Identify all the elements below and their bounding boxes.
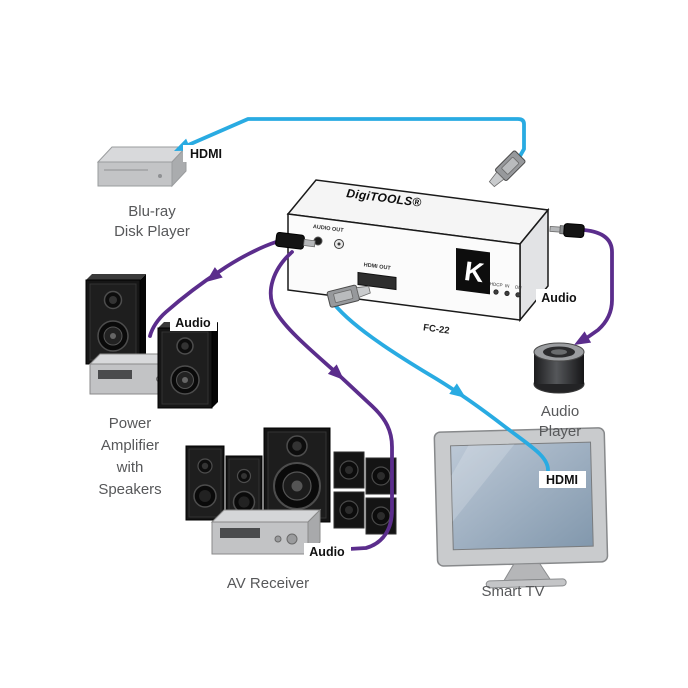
converter-device: DigiTOOLS® K AUDIO OUT HDMI OUT HDCP IN … [286,179,550,323]
power-amp-label-line1: Power [109,415,152,432]
audio-player-label-line2: Player [539,423,582,440]
led-label-hdcp: HDCP [490,281,503,288]
power-amp-label-line2: Amplifier [101,437,159,454]
tv-stand [503,562,551,581]
bluray-player [96,145,188,188]
label-hdmi-bluray: HDMI [183,145,230,162]
arrowhead-audio-receiver [327,364,344,380]
screen-glare [451,444,515,522]
audio-player-label-line1: Audio [541,403,579,420]
bluray-label-line1: Blu-ray [128,203,176,220]
av-receiver-label: AV Receiver [227,575,309,592]
led-on [515,292,521,298]
arrowhead-audio-player [574,331,592,345]
label-hdmi-tv: HDMI [539,471,586,488]
audio-out-port-label: AUDIO OUT [312,224,344,234]
svg-text:HDMI: HDMI [190,147,222,161]
led-hdcp [493,289,499,295]
label-audio-player: Audio [536,289,583,306]
smart-tv-label: Smart TV [481,583,544,600]
amp-display [98,370,132,379]
led-label-on: ON [515,284,522,290]
receiver-unit [210,508,322,556]
hdmi-connector-icon [488,150,526,188]
smart-tv [433,427,609,589]
receiver-knob [286,533,298,545]
receiver-display [220,528,260,538]
satellite-speakers [333,451,397,535]
audio-jack-icon-left [275,231,316,250]
led-label-in: IN [505,283,510,289]
svg-text:Audio: Audio [309,545,345,559]
audio-jack-icon-right [549,223,585,239]
speaker-left [85,274,146,365]
label-audio-receiver: Audio [304,543,351,560]
av-receiver-group [185,427,397,556]
tv-base [485,578,567,589]
arrowhead-hdmi-tv [449,383,466,398]
power-amplifier-group [85,274,218,409]
audio-cable-player [582,228,614,339]
power-amp-label-line4: Speakers [98,481,161,498]
audio-cable-amp [148,240,278,338]
svg-text:Audio: Audio [175,316,211,330]
kramer-logo-letter: K [463,256,487,288]
hdmi-cable-bluray [184,117,526,158]
audio-player [533,342,585,394]
tv-screen [450,441,594,551]
device-model-text: FC-22 [423,322,451,336]
svg-text:HDMI: HDMI [546,473,578,487]
arrowhead-audio-amp [206,267,223,282]
surround-speaker-1 [185,445,225,521]
svg-text:Audio: Audio [541,291,577,305]
kramer-logo [456,248,490,295]
hdmi-out-port-label: HDMI OUT [363,262,391,272]
center-tower-speaker [263,427,331,523]
label-audio-amp: Audio [170,314,217,331]
bluray-label-line2: Disk Player [114,223,190,240]
power-amp-label-line3: with [116,459,144,476]
power-button-dot [158,174,162,178]
led-in [504,290,510,296]
speaker-right [157,322,218,409]
hdmi-out-port [357,271,397,291]
hdmi-plug-icon [326,284,371,308]
